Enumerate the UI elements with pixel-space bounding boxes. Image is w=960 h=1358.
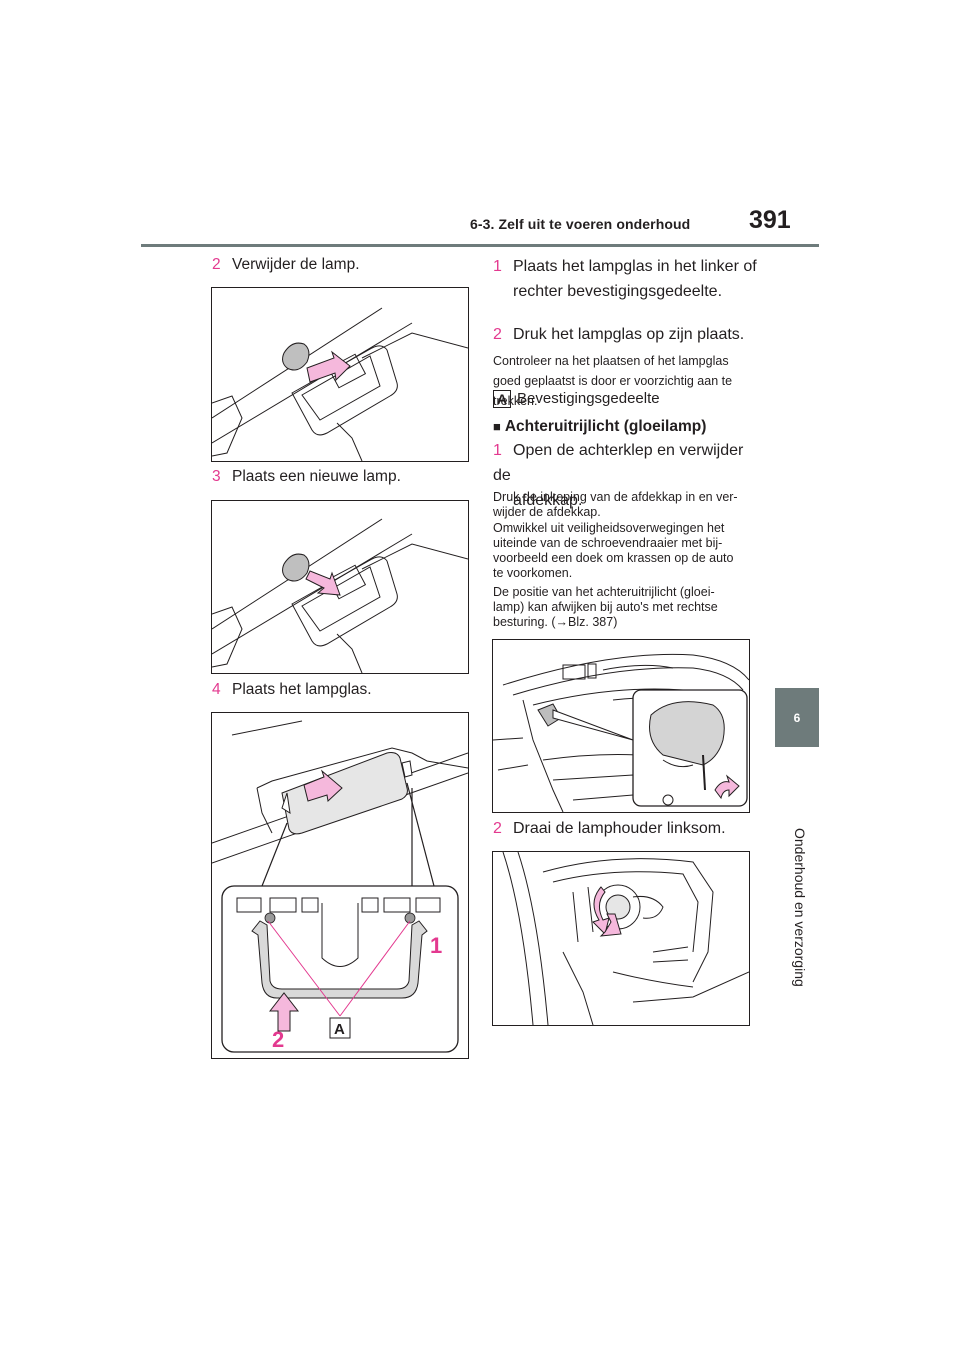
note-line: lamp) kan afwijken bij auto's met rechts… [493,600,718,614]
callout-a: A [334,1021,345,1038]
note-line: uiteinde van de schroevendraaier met bij… [493,536,723,550]
note-line: De positie van het achteruitrijlicht (gl… [493,585,715,599]
step-text-line2: afdekkap. [513,492,583,509]
legend-box-a: A [493,390,511,409]
step-4-install-lens: 4 Plaats het lampglas. [212,679,372,701]
note-line: te voorkomen. [493,566,573,580]
step-number: 2 [493,326,502,343]
step-2-press-lens: 2 Druk het lampglas op zijn plaats. [493,322,744,347]
step-2-turn-holder: 2 Draai de lamphouder linksom. [493,816,726,841]
legend-text: Bevestigingsgedeelte [517,390,660,407]
note-line: wijder de afdekkap. [493,505,601,519]
note-line: voorbeeld een doek om krassen op de auto [493,551,734,565]
note-line: trekken. [493,394,538,408]
note-press-notch: Druk de inkeping van de afdekkap in en v… [493,490,763,520]
step-text: Verwijder de lamp. [232,256,360,273]
heading-text: Achteruitrijlicht (gloeilamp) [504,418,707,435]
step-number: 1 [493,442,502,459]
note-line: Omwikkel uit veiligheidsoverwegingen het [493,521,725,535]
figure-tailgate-cover [492,639,750,813]
note-rhd-position: De positie van het achteruitrijlicht (gl… [493,585,763,630]
chapter-title-vertical: Onderhoud en verzorging [792,828,808,987]
step-text-line1: Plaats het lampglas in het linker of [513,258,757,275]
note-wrap-screwdriver: Omwikkel uit veiligheidsoverwegingen het… [493,521,763,581]
step-number: 4 [212,681,221,698]
legend-mounting-part: A Bevestigingsgedeelte [493,388,660,410]
section-title: 6-3. Zelf uit te voeren onderhoud [470,216,691,232]
chapter-number: 6 [793,710,801,725]
step-text: Draai de lamphouder linksom. [513,820,726,837]
step-number: 3 [212,468,221,485]
figure-bulb-holder [492,851,750,1026]
figure-new-lamp [211,500,469,674]
step-number: 2 [493,820,502,837]
figure-install-lens: 2 1 A [211,712,469,1059]
chapter-tab: 6 [775,688,819,747]
figure-remove-lamp [211,287,469,462]
step-text: Plaats een nieuwe lamp. [232,468,401,485]
step-text: Druk het lampglas op zijn plaats. [513,326,745,343]
note-line: goed geplaatst is door er voorzichtig aa… [493,374,733,388]
callout-1: 1 [430,933,442,958]
note-line: besturing. (→Blz. 387) [493,615,618,629]
section-heading: ■Achteruitrijlicht (gloeilamp) [493,418,706,436]
step-2-remove-lamp: 2 Verwijder de lamp. [212,254,360,276]
callout-2: 2 [272,1027,284,1052]
step-1-place-lens: 1 Plaats het lampglas in het linker of re… [493,254,763,304]
step-number: 1 [493,258,502,275]
step-number: 2 [212,256,221,273]
note-line: Controleer na het plaatsen of het lampgl… [493,354,729,368]
step-3-new-lamp: 3 Plaats een nieuwe lamp. [212,466,401,488]
header-divider [141,244,819,247]
heading-bullet: ■ [493,419,501,434]
step-text-line1: Open de achterklep en verwijder de [493,442,744,484]
step-text: Plaats het lampglas. [232,681,372,698]
page-number: 391 [749,206,791,234]
note-check-lens: Controleer na het plaatsen of het lampgl… [493,351,763,411]
step-text-line2: rechter bevestigingsgedeelte. [513,283,723,300]
note-line: Druk de inkeping van de afdekkap in en v… [493,490,738,504]
